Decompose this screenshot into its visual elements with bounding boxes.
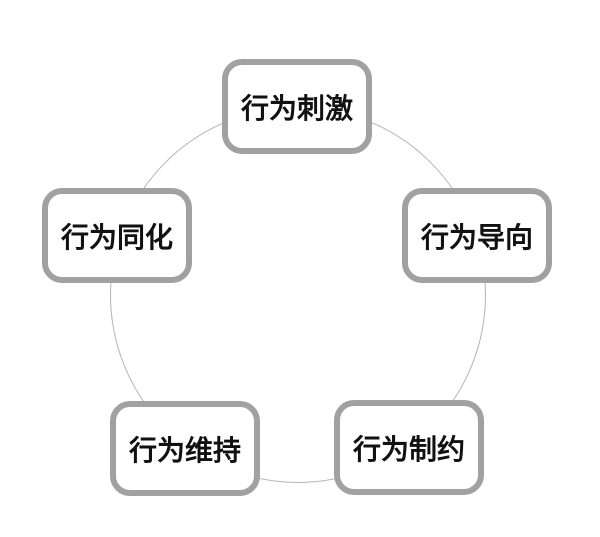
node-label: 行为维持 bbox=[128, 433, 241, 467]
node-label: 行为同化 bbox=[60, 220, 173, 254]
node-behavior-maintenance: 行为维持 bbox=[110, 401, 260, 496]
node-behavior-orientation: 行为导向 bbox=[402, 188, 552, 283]
node-behavior-constraint: 行为制约 bbox=[334, 400, 484, 495]
node-label: 行为制约 bbox=[352, 432, 465, 466]
node-label: 行为导向 bbox=[420, 220, 533, 254]
node-behavior-assimilation: 行为同化 bbox=[42, 188, 192, 283]
node-behavior-stimulus: 行为刺激 bbox=[222, 59, 372, 154]
node-label: 行为刺激 bbox=[240, 91, 353, 125]
